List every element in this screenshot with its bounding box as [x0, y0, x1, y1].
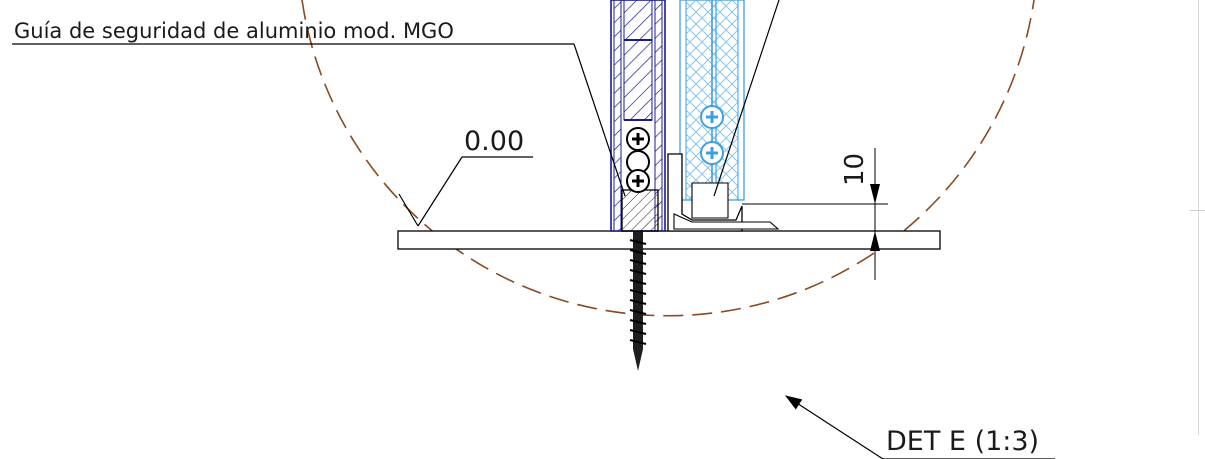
- detail-circle: [301, 0, 1035, 317]
- leader-lines: [12, 0, 1055, 459]
- level-label: 0.00: [464, 126, 524, 157]
- glass-panel: [679, 0, 745, 201]
- floor-slab: [397, 230, 941, 250]
- dimension-10: [742, 148, 888, 280]
- anchor-screw: [629, 231, 647, 371]
- dimension-label: 10: [840, 153, 870, 186]
- detail-label: DET E (1:3): [886, 426, 1039, 457]
- guide-screws: [626, 127, 650, 193]
- panel-tick: [1190, 210, 1205, 211]
- guide-label: Guía de seguridad de aluminio mod. MGO: [14, 19, 454, 43]
- aluminium-guide-profile: [610, 0, 666, 232]
- panel-divider: [1198, 0, 1199, 435]
